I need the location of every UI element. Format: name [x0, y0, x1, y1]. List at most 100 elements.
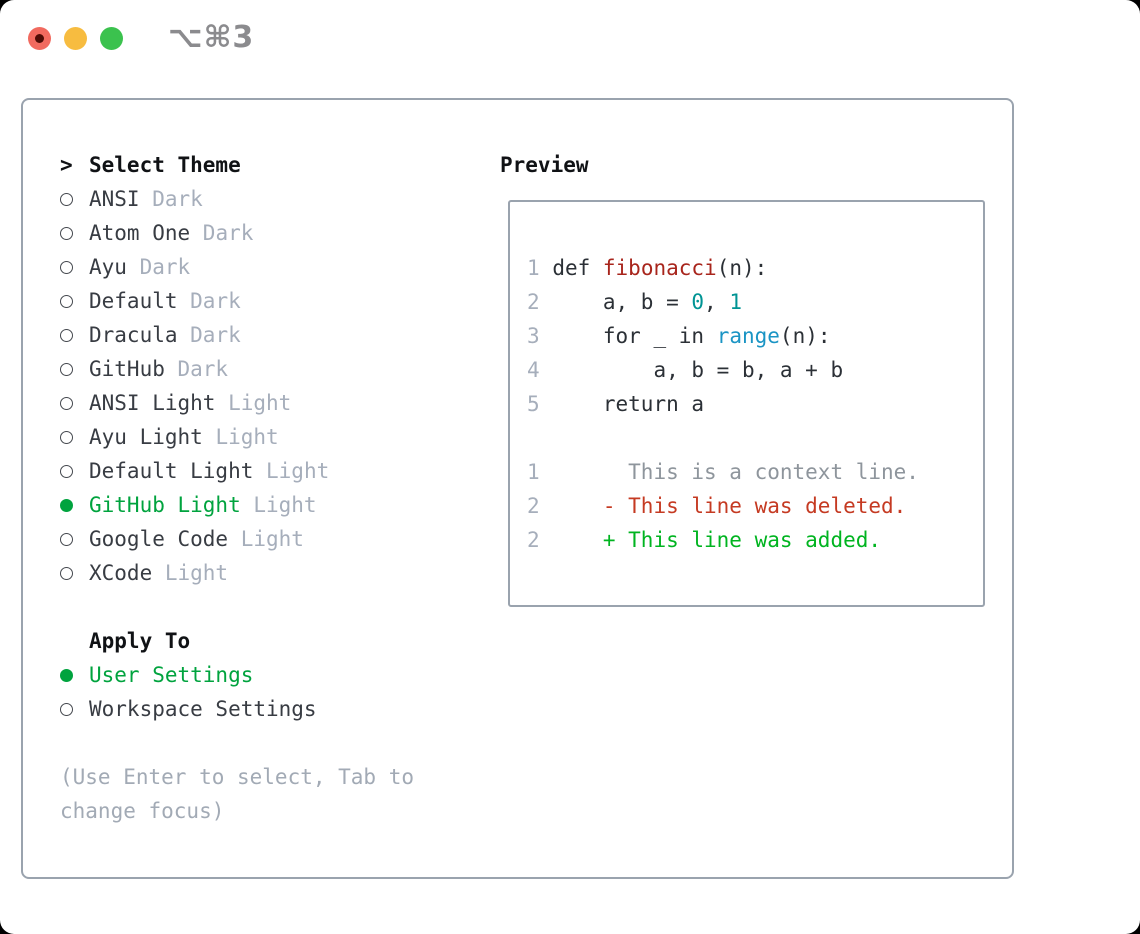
- apply-to-header-row: Apply To: [60, 624, 414, 658]
- apply-option-user-settings[interactable]: User Settings: [60, 658, 414, 692]
- radio-slot: [60, 328, 89, 342]
- code-token: a, b =: [539, 290, 692, 314]
- preview-header: Preview: [500, 153, 589, 177]
- theme-name: Default: [89, 289, 178, 313]
- radio-slot: [60, 226, 89, 240]
- zoom-button[interactable]: [100, 27, 123, 50]
- unsaved-indicator-dot: [35, 34, 44, 43]
- code-token: 1: [729, 290, 742, 314]
- code-line: 2 - This line was deleted.: [527, 489, 983, 523]
- theme-option-dracula[interactable]: Dracula Dark: [60, 318, 414, 352]
- close-button[interactable]: [28, 27, 51, 50]
- theme-variant: Dark: [177, 323, 241, 347]
- theme-option-ayu[interactable]: Ayu Dark: [60, 250, 414, 284]
- apply-option-label: Workspace Settings: [89, 697, 317, 721]
- code-line: 1 This is a context line.: [527, 455, 983, 489]
- window-shortcut-label: ⌥⌘3: [168, 20, 255, 55]
- code-line: 5 return a: [527, 387, 983, 421]
- theme-name: Google Code: [89, 527, 229, 551]
- line-number: 2: [527, 494, 540, 518]
- code-line: 3 for _ in range(n):: [527, 319, 983, 353]
- radio-unselected-icon: [60, 260, 73, 274]
- theme-name: Ayu: [89, 255, 127, 279]
- code-token: 0: [691, 290, 705, 314]
- code-token: (n):: [779, 324, 831, 348]
- radio-slot: [60, 498, 89, 512]
- theme-variant: Light: [202, 425, 279, 449]
- theme-name: XCode: [89, 561, 153, 585]
- radio-unselected-icon: [60, 702, 73, 716]
- theme-variant: Light: [228, 527, 304, 551]
- theme-option-google-code[interactable]: Google Code Light: [60, 522, 414, 556]
- theme-name: ANSI: [89, 187, 140, 211]
- code-token: (n):: [716, 256, 768, 280]
- theme-name: GitHub Light: [89, 493, 241, 517]
- apply-to-header: Apply To: [89, 629, 191, 653]
- theme-variant: Dark: [190, 221, 254, 245]
- theme-name: Dracula: [89, 323, 178, 347]
- theme-option-github[interactable]: GitHub Dark: [60, 352, 414, 386]
- radio-unselected-icon: [60, 464, 73, 478]
- radio-slot: [60, 464, 89, 478]
- theme-name: ANSI Light: [89, 391, 216, 415]
- code-token: def: [552, 256, 603, 280]
- hint-text-line-1: (Use Enter to select, Tab to: [60, 765, 415, 789]
- cursor-slot: >: [60, 153, 89, 177]
- radio-unselected-icon: [60, 294, 73, 308]
- line-number: 2: [527, 290, 540, 314]
- code-token: + This line was added.: [539, 528, 882, 552]
- radio-unselected-icon: [60, 328, 73, 342]
- theme-name: Default Light: [89, 459, 254, 483]
- radio-unselected-icon: [60, 430, 73, 444]
- radio-slot: [60, 396, 89, 410]
- radio-slot: [60, 668, 89, 682]
- theme-list-header-row: > Select Theme: [60, 148, 414, 182]
- code-token: - This line was deleted.: [539, 494, 907, 518]
- radio-slot: [60, 430, 89, 444]
- theme-option-ansi[interactable]: ANSI Dark: [60, 182, 414, 216]
- theme-option-default[interactable]: Default Dark: [60, 284, 414, 318]
- theme-name: Atom One: [89, 221, 191, 245]
- line-number: 5: [527, 392, 540, 416]
- theme-option-xcode[interactable]: XCode Light: [60, 556, 414, 590]
- apply-option-label: User Settings: [89, 663, 254, 687]
- line-number: 1: [527, 256, 540, 280]
- code-line: 2 + This line was added.: [527, 523, 983, 557]
- hint-text-line-2: change focus): [60, 799, 225, 823]
- theme-option-atom-one[interactable]: Atom One Dark: [60, 216, 414, 250]
- radio-slot: [60, 702, 89, 716]
- code-token: ,: [704, 290, 730, 314]
- spacer-row: [60, 590, 414, 624]
- theme-name: Ayu Light: [89, 425, 203, 449]
- minimize-button[interactable]: [64, 27, 87, 50]
- theme-option-ayu-light[interactable]: Ayu Light Light: [60, 420, 414, 454]
- theme-variant: Dark: [126, 255, 191, 279]
- radio-unselected-icon: [60, 226, 73, 240]
- radio-selected-icon: [60, 498, 73, 512]
- code-line: 4 a, b = b, a + b: [527, 353, 983, 387]
- radio-slot: [60, 192, 89, 206]
- apply-option-workspace-settings[interactable]: Workspace Settings: [60, 692, 414, 726]
- code-token: in: [678, 324, 705, 348]
- code-token: for: [602, 324, 641, 348]
- theme-option-github-light[interactable]: GitHub Light Light: [60, 488, 414, 522]
- theme-option-ansi-light[interactable]: ANSI Light Light: [60, 386, 414, 420]
- line-number: 3: [527, 324, 540, 348]
- radio-unselected-icon: [60, 532, 73, 546]
- code-token: range: [716, 324, 780, 348]
- code-token: [704, 324, 717, 348]
- radio-slot: [60, 260, 89, 274]
- theme-option-default-light[interactable]: Default Light Light: [60, 454, 414, 488]
- theme-variant: Dark: [139, 187, 203, 211]
- code-token: [540, 256, 553, 280]
- code-token: fibonacci: [602, 256, 717, 280]
- radio-slot: [60, 566, 89, 580]
- theme-variant: Light: [253, 459, 330, 483]
